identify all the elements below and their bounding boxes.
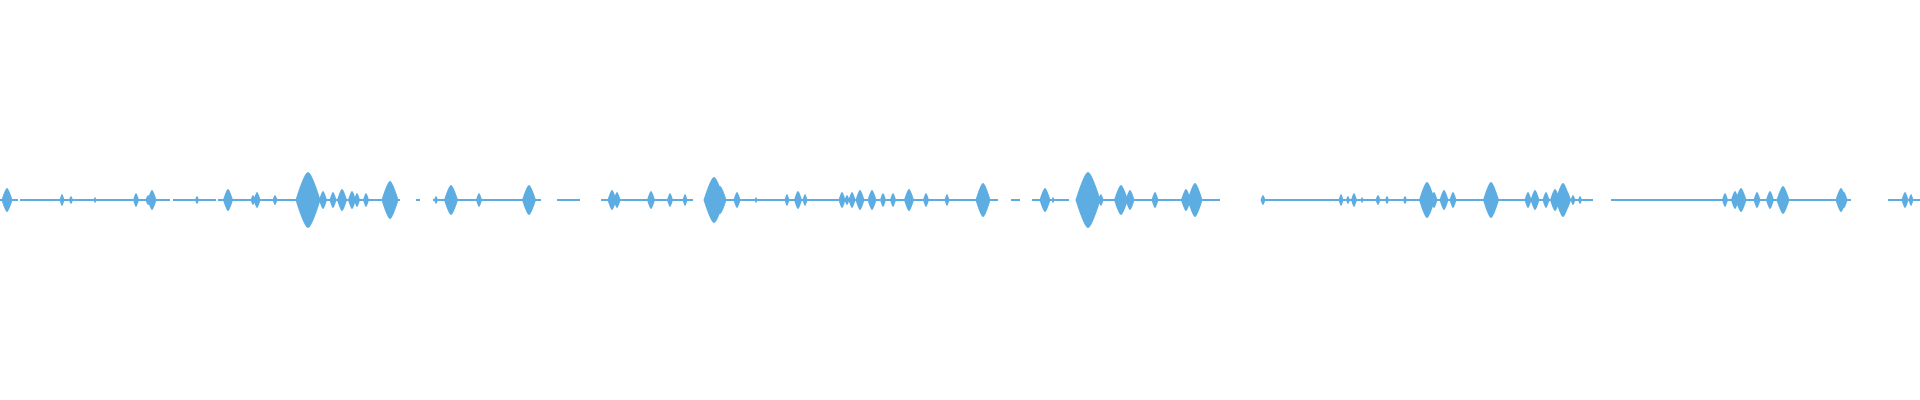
waveform-burst	[1403, 196, 1407, 204]
waveform-burst	[305, 184, 319, 216]
waveform-burst	[1260, 195, 1266, 205]
waveform-burst	[1385, 196, 1389, 204]
waveform-burst	[348, 191, 356, 209]
waveform-segment	[1011, 199, 1020, 201]
waveform-burst	[1722, 193, 1728, 207]
waveform-burst	[923, 193, 929, 207]
waveform-burst	[838, 192, 846, 208]
waveform-burst	[784, 194, 790, 206]
waveform-burst	[329, 192, 337, 208]
waveform-burst	[733, 192, 741, 208]
waveform-burst	[381, 181, 399, 219]
waveform-burst	[59, 194, 65, 206]
waveform-burst	[794, 191, 802, 209]
waveform-burst	[1483, 182, 1499, 218]
waveform-burst	[434, 196, 438, 204]
waveform-burst	[867, 190, 877, 210]
waveform-burst	[904, 189, 914, 211]
waveform-burst	[133, 193, 139, 207]
waveform-burst	[975, 183, 991, 217]
waveform-burst	[1419, 182, 1435, 218]
waveform-burst	[1151, 192, 1159, 208]
waveform-burst	[1735, 188, 1747, 212]
waveform-burst	[1570, 195, 1576, 205]
waveform-segment	[173, 199, 216, 201]
waveform-burst	[1766, 191, 1774, 209]
waveform-burst	[880, 193, 886, 207]
waveform-burst	[607, 190, 617, 210]
waveform-burst	[522, 185, 536, 215]
waveform-burst	[1439, 190, 1449, 210]
waveform-burst	[1542, 192, 1550, 208]
waveform-burst	[223, 189, 233, 211]
waveform-burst	[613, 192, 621, 208]
waveform-burst	[337, 189, 347, 211]
waveform-burst	[848, 192, 856, 208]
waveform-burst	[1753, 192, 1761, 208]
waveform-burst	[647, 191, 655, 209]
waveform-burst	[1530, 190, 1540, 210]
waveform-segment	[884, 199, 998, 201]
waveform-segment	[557, 199, 580, 201]
waveform-burst	[754, 197, 758, 203]
waveform-burst	[1039, 188, 1051, 212]
waveform-burst	[1181, 189, 1191, 211]
waveform-burst	[855, 190, 865, 210]
waveform-burst	[1375, 195, 1381, 205]
waveform-burst	[69, 196, 73, 204]
waveform-burst	[1776, 186, 1790, 214]
waveform-burst	[1192, 192, 1200, 208]
waveform-burst	[713, 186, 727, 214]
waveform-burst	[1901, 192, 1909, 208]
waveform-burst	[1524, 192, 1532, 208]
waveform-burst	[1563, 191, 1571, 209]
waveform-burst	[802, 194, 808, 206]
waveform-burst	[1, 188, 13, 212]
waveform-burst	[195, 196, 199, 204]
waveform-burst	[1449, 192, 1457, 208]
waveform-burst	[1840, 192, 1848, 208]
waveform-burst	[682, 194, 688, 206]
waveform-burst	[1908, 194, 1914, 206]
waveform-burst	[1338, 194, 1344, 206]
waveform-burst	[147, 190, 157, 210]
waveform-burst	[444, 185, 458, 215]
waveform-burst	[476, 193, 482, 207]
waveform-burst	[272, 195, 278, 205]
waveform-burst	[1360, 197, 1364, 203]
waveform-burst	[944, 194, 950, 206]
waveform-burst	[1091, 190, 1101, 210]
waveform-burst	[363, 193, 369, 207]
waveform-burst	[354, 193, 360, 207]
waveform-segment	[324, 199, 400, 201]
waveform-burst	[1051, 197, 1055, 203]
waveform-burst	[319, 191, 327, 209]
waveform-burst	[250, 195, 256, 205]
waveform-segment	[433, 199, 541, 201]
waveform-burst-group	[1, 172, 1914, 228]
waveform-burst	[1578, 196, 1582, 204]
waveform-burst	[1125, 190, 1135, 210]
waveform-burst	[890, 193, 896, 207]
waveform-burst	[93, 197, 97, 203]
waveform-burst	[1346, 196, 1350, 204]
waveform-burst	[844, 195, 850, 205]
waveform-segment	[20, 199, 133, 201]
waveform-segment	[218, 199, 320, 201]
waveform-burst	[1731, 191, 1739, 209]
waveform-burst	[667, 193, 673, 207]
waveform-burst	[1430, 192, 1438, 208]
waveform-burst	[1114, 185, 1128, 215]
waveform-burst	[253, 192, 261, 208]
waveform-segment	[416, 199, 420, 201]
waveform-burst	[1351, 193, 1357, 207]
waveform-baseline-group	[0, 199, 1920, 201]
waveform-burst	[1098, 194, 1104, 206]
